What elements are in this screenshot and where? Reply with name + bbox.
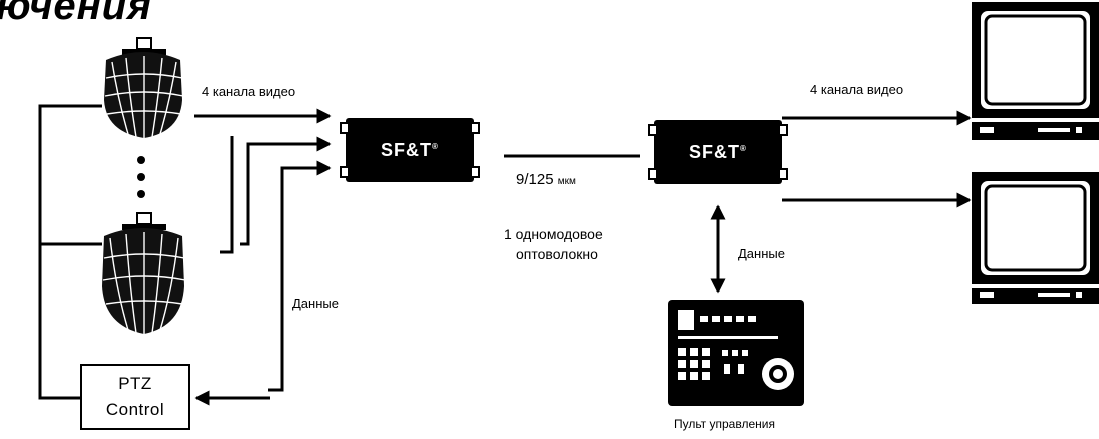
keyboard-label: Пульт управления: [674, 417, 775, 431]
video-input-label: 4 канала видео: [202, 84, 296, 99]
fiber-size-label: 9/125 мкм: [516, 171, 576, 188]
ptz-control-label: Control: [105, 400, 165, 419]
converter-logo: SF&T®: [381, 140, 439, 160]
fiber-type-line1: 1 одномодовое: [504, 226, 603, 242]
data-label-right: Данные: [738, 246, 785, 261]
dome-camera-icon: [104, 37, 184, 138]
fiber-converter-icon: SF&T®: [340, 118, 480, 182]
video-output-label: 4 канала видео: [810, 82, 904, 97]
control-keyboard-icon: [668, 300, 804, 406]
data-label-left: Данные: [292, 296, 339, 311]
fiber-converter-icon: SF&T®: [648, 120, 788, 184]
converter-logo: SF&T®: [689, 142, 747, 162]
ptz-label: PTZ: [118, 374, 152, 393]
camera-data-bus: [38, 104, 102, 400]
dome-camera-icon: [102, 212, 186, 334]
ptz-control-box: PTZ Control: [80, 364, 190, 430]
fiber-type-line2: оптоволокно: [516, 246, 598, 262]
more-cameras-dots: [137, 156, 145, 198]
diagram-title: ючения: [0, 0, 152, 28]
video-input-lines: [194, 108, 332, 392]
monitor-icon: [972, 172, 1099, 304]
monitor-icon: [972, 2, 1099, 140]
